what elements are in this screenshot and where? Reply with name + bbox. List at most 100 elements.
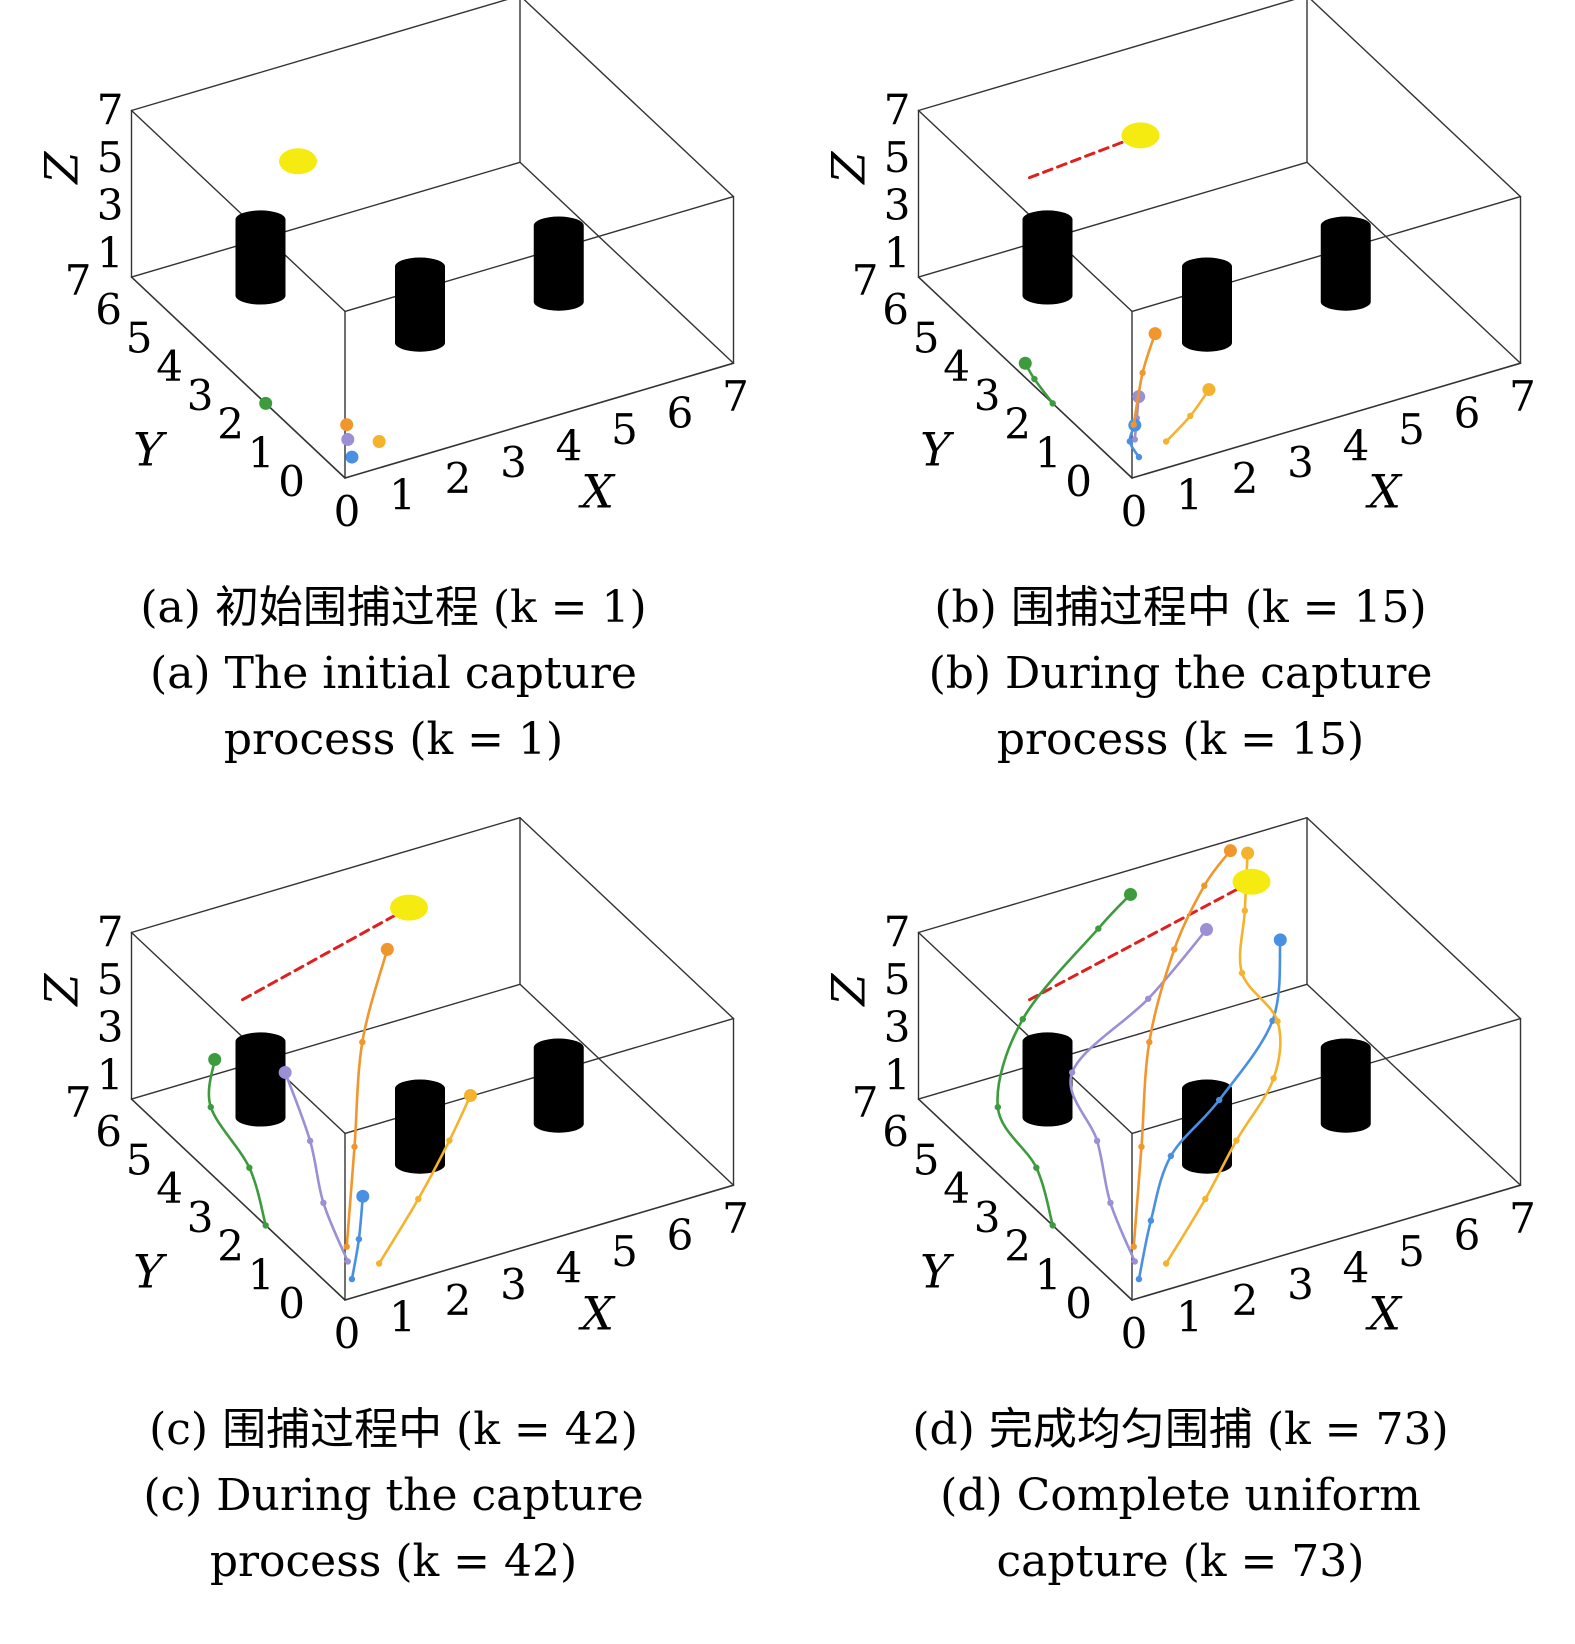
trajectory-marker-blue bbox=[1147, 1217, 1155, 1224]
trajectory-marker-green bbox=[1095, 925, 1102, 932]
y-tick-label: 7 bbox=[852, 1078, 879, 1127]
caption-zh: (a) 初始围捕过程 (k = 1) bbox=[140, 582, 647, 633]
trajectory-marker-purple bbox=[1145, 995, 1152, 1002]
x-tick-label: 5 bbox=[1398, 405, 1425, 454]
x-tick-label: 1 bbox=[1176, 1293, 1203, 1342]
y-tick-label: 1 bbox=[1035, 1250, 1062, 1299]
trajectory-marker-blue bbox=[1126, 438, 1133, 445]
trajectory-marker-yellow bbox=[1162, 1260, 1170, 1267]
pursuer-green bbox=[1124, 887, 1137, 901]
y-tick-label: 6 bbox=[95, 285, 122, 334]
trajectory-orange bbox=[1132, 849, 1232, 1247]
trajectory-marker-orange bbox=[1201, 882, 1208, 889]
box-edge bbox=[917, 0, 1295, 112]
target-evader bbox=[1232, 868, 1271, 895]
x-tick-label: 2 bbox=[445, 1276, 472, 1325]
trajectory-marker-blue bbox=[1135, 453, 1143, 461]
x-axis-line bbox=[344, 362, 735, 479]
x-tick-label: 6 bbox=[1454, 1211, 1481, 1260]
trajectory-marker-blue bbox=[348, 1275, 356, 1283]
y-tick-label: 1 bbox=[248, 428, 275, 477]
z-tick-label: 3 bbox=[97, 181, 124, 230]
caption-zh: (d) 完成均匀围捕 (k = 73) bbox=[912, 1404, 1449, 1455]
box-edge bbox=[523, 0, 735, 198]
y-tick-label: 6 bbox=[882, 285, 909, 334]
x-tick-label: 6 bbox=[667, 389, 694, 438]
obstacle-cylinder bbox=[1320, 1038, 1371, 1133]
z-axis-label: Z bbox=[822, 973, 876, 1008]
y-tick-label: 0 bbox=[278, 1279, 305, 1328]
trajectory-marker-yellow bbox=[1274, 1018, 1281, 1025]
y-axis-label: Y bbox=[133, 423, 168, 477]
y-tick-label: 6 bbox=[95, 1107, 122, 1156]
trajectory-marker-yellow bbox=[1187, 412, 1194, 420]
target-path bbox=[1028, 880, 1253, 1002]
x-tick-label: 3 bbox=[500, 1260, 527, 1309]
y-tick-label: 4 bbox=[156, 1164, 183, 1213]
y-tick-label: 7 bbox=[852, 256, 879, 305]
y-tick-label: 2 bbox=[217, 1222, 244, 1271]
y-tick-label: 3 bbox=[187, 371, 214, 420]
z-axis-label: Z bbox=[35, 151, 89, 186]
trajectory-marker-green bbox=[262, 1222, 269, 1229]
box-edge bbox=[917, 109, 1133, 313]
box-edge bbox=[130, 109, 346, 313]
x-tick-label: 1 bbox=[1176, 471, 1203, 520]
trajectory-marker-orange bbox=[1171, 946, 1178, 953]
trajectory-purple bbox=[283, 1071, 350, 1262]
box-edge bbox=[130, 0, 508, 112]
caption-en-line2: process (k = 1) bbox=[223, 714, 564, 765]
y-tick-label: 2 bbox=[1004, 400, 1031, 449]
pursuer-blue bbox=[356, 1189, 370, 1203]
caption-en-line1: (a) The initial capture bbox=[150, 648, 637, 699]
target-evader bbox=[1121, 122, 1160, 149]
box-edge bbox=[519, 161, 735, 364]
z-tick-label: 7 bbox=[97, 86, 124, 135]
target-path bbox=[241, 906, 411, 1002]
z-tick-label: 1 bbox=[884, 1050, 911, 1099]
pursuer-yellow bbox=[1202, 383, 1216, 397]
z-tick-label: 3 bbox=[884, 1003, 911, 1052]
y-tick-label: 3 bbox=[187, 1193, 214, 1242]
y-tick-label: 5 bbox=[913, 1136, 940, 1185]
y-tick-label: 0 bbox=[1065, 457, 1092, 506]
z-tick-label: 5 bbox=[97, 955, 124, 1004]
trajectory-marker-yellow bbox=[1162, 438, 1170, 445]
trajectory-marker-orange bbox=[1146, 1038, 1153, 1046]
z-tick-label: 7 bbox=[97, 908, 124, 957]
box-edge bbox=[917, 931, 1133, 1135]
y-tick-label: 0 bbox=[278, 457, 305, 506]
x-axis-line bbox=[1131, 362, 1522, 479]
trajectory-marker-orange bbox=[351, 1143, 358, 1150]
caption-en-line1: (d) Complete uniform bbox=[940, 1470, 1421, 1521]
x-axis-line bbox=[1131, 1184, 1522, 1301]
x-tick-label: 7 bbox=[722, 372, 749, 421]
pursuer-yellow bbox=[464, 1088, 477, 1102]
z-tick-label: 1 bbox=[884, 228, 911, 277]
trajectory-marker-purple bbox=[1131, 436, 1138, 443]
y-axis-line bbox=[130, 1098, 346, 1301]
box-edge bbox=[1306, 817, 1522, 1020]
trajectory-green bbox=[1024, 362, 1054, 405]
trajectory-marker-purple bbox=[344, 1258, 351, 1265]
x-tick-label: 1 bbox=[389, 1293, 416, 1342]
y-tick-label: 5 bbox=[913, 314, 940, 363]
y-tick-label: 4 bbox=[943, 342, 970, 391]
box-edge bbox=[1310, 0, 1522, 198]
caption-zh: (b) 围捕过程中 (k = 15) bbox=[934, 582, 1427, 633]
trajectory-marker-blue bbox=[355, 1235, 363, 1243]
x-tick-label: 3 bbox=[1287, 438, 1314, 487]
obstacle-cylinder bbox=[235, 1032, 286, 1127]
caption-en-line1: (c) During the capture bbox=[143, 1470, 644, 1521]
obstacle-cylinder bbox=[394, 1079, 445, 1174]
trajectory-marker-yellow bbox=[375, 1260, 383, 1267]
z-tick-label: 7 bbox=[884, 86, 911, 135]
obstacle-cylinder bbox=[394, 257, 445, 352]
trajectory-marker-yellow bbox=[1202, 1195, 1209, 1203]
pursuer-green bbox=[259, 396, 273, 410]
y-axis-label: Y bbox=[920, 1245, 955, 1299]
